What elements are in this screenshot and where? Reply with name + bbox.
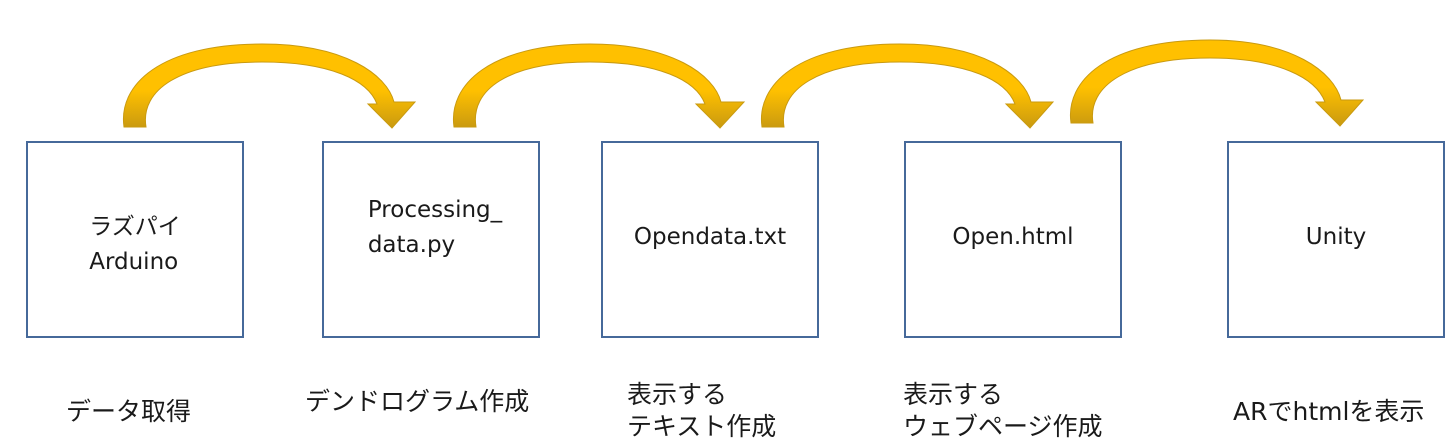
step-caption: 表示する テキスト作成 [627,380,777,441]
step-box-label: Unity [1305,224,1367,250]
step-caption: デンドログラム作成 [305,387,530,416]
step-caption: 表示する ウェブページ作成 [903,380,1103,441]
step-box-label: Opendata.txt [633,224,787,250]
curved-arrow-icon [452,43,746,129]
step-caption: データ取得 [66,397,192,426]
step-box-raspberry-pi-arduino: ラズパイ Arduino [26,141,244,338]
curved-arrow-icon [1069,39,1365,127]
curved-arrow-icon [760,43,1055,129]
step-box-label: Open.html [952,224,1074,250]
step-box-label: ラズパイ Arduino [89,213,181,275]
step-box-processing-data: Processing_ data.py [322,141,540,338]
curved-arrow-icon [122,43,417,129]
step-box-opendata-txt: Opendata.txt [601,141,819,338]
step-caption: ARでhtmlを表示 [1233,397,1425,426]
step-box-label: Processing_ data.py [367,196,503,258]
step-box-open-html: Open.html [904,141,1122,338]
step-box-unity: Unity [1227,141,1445,338]
